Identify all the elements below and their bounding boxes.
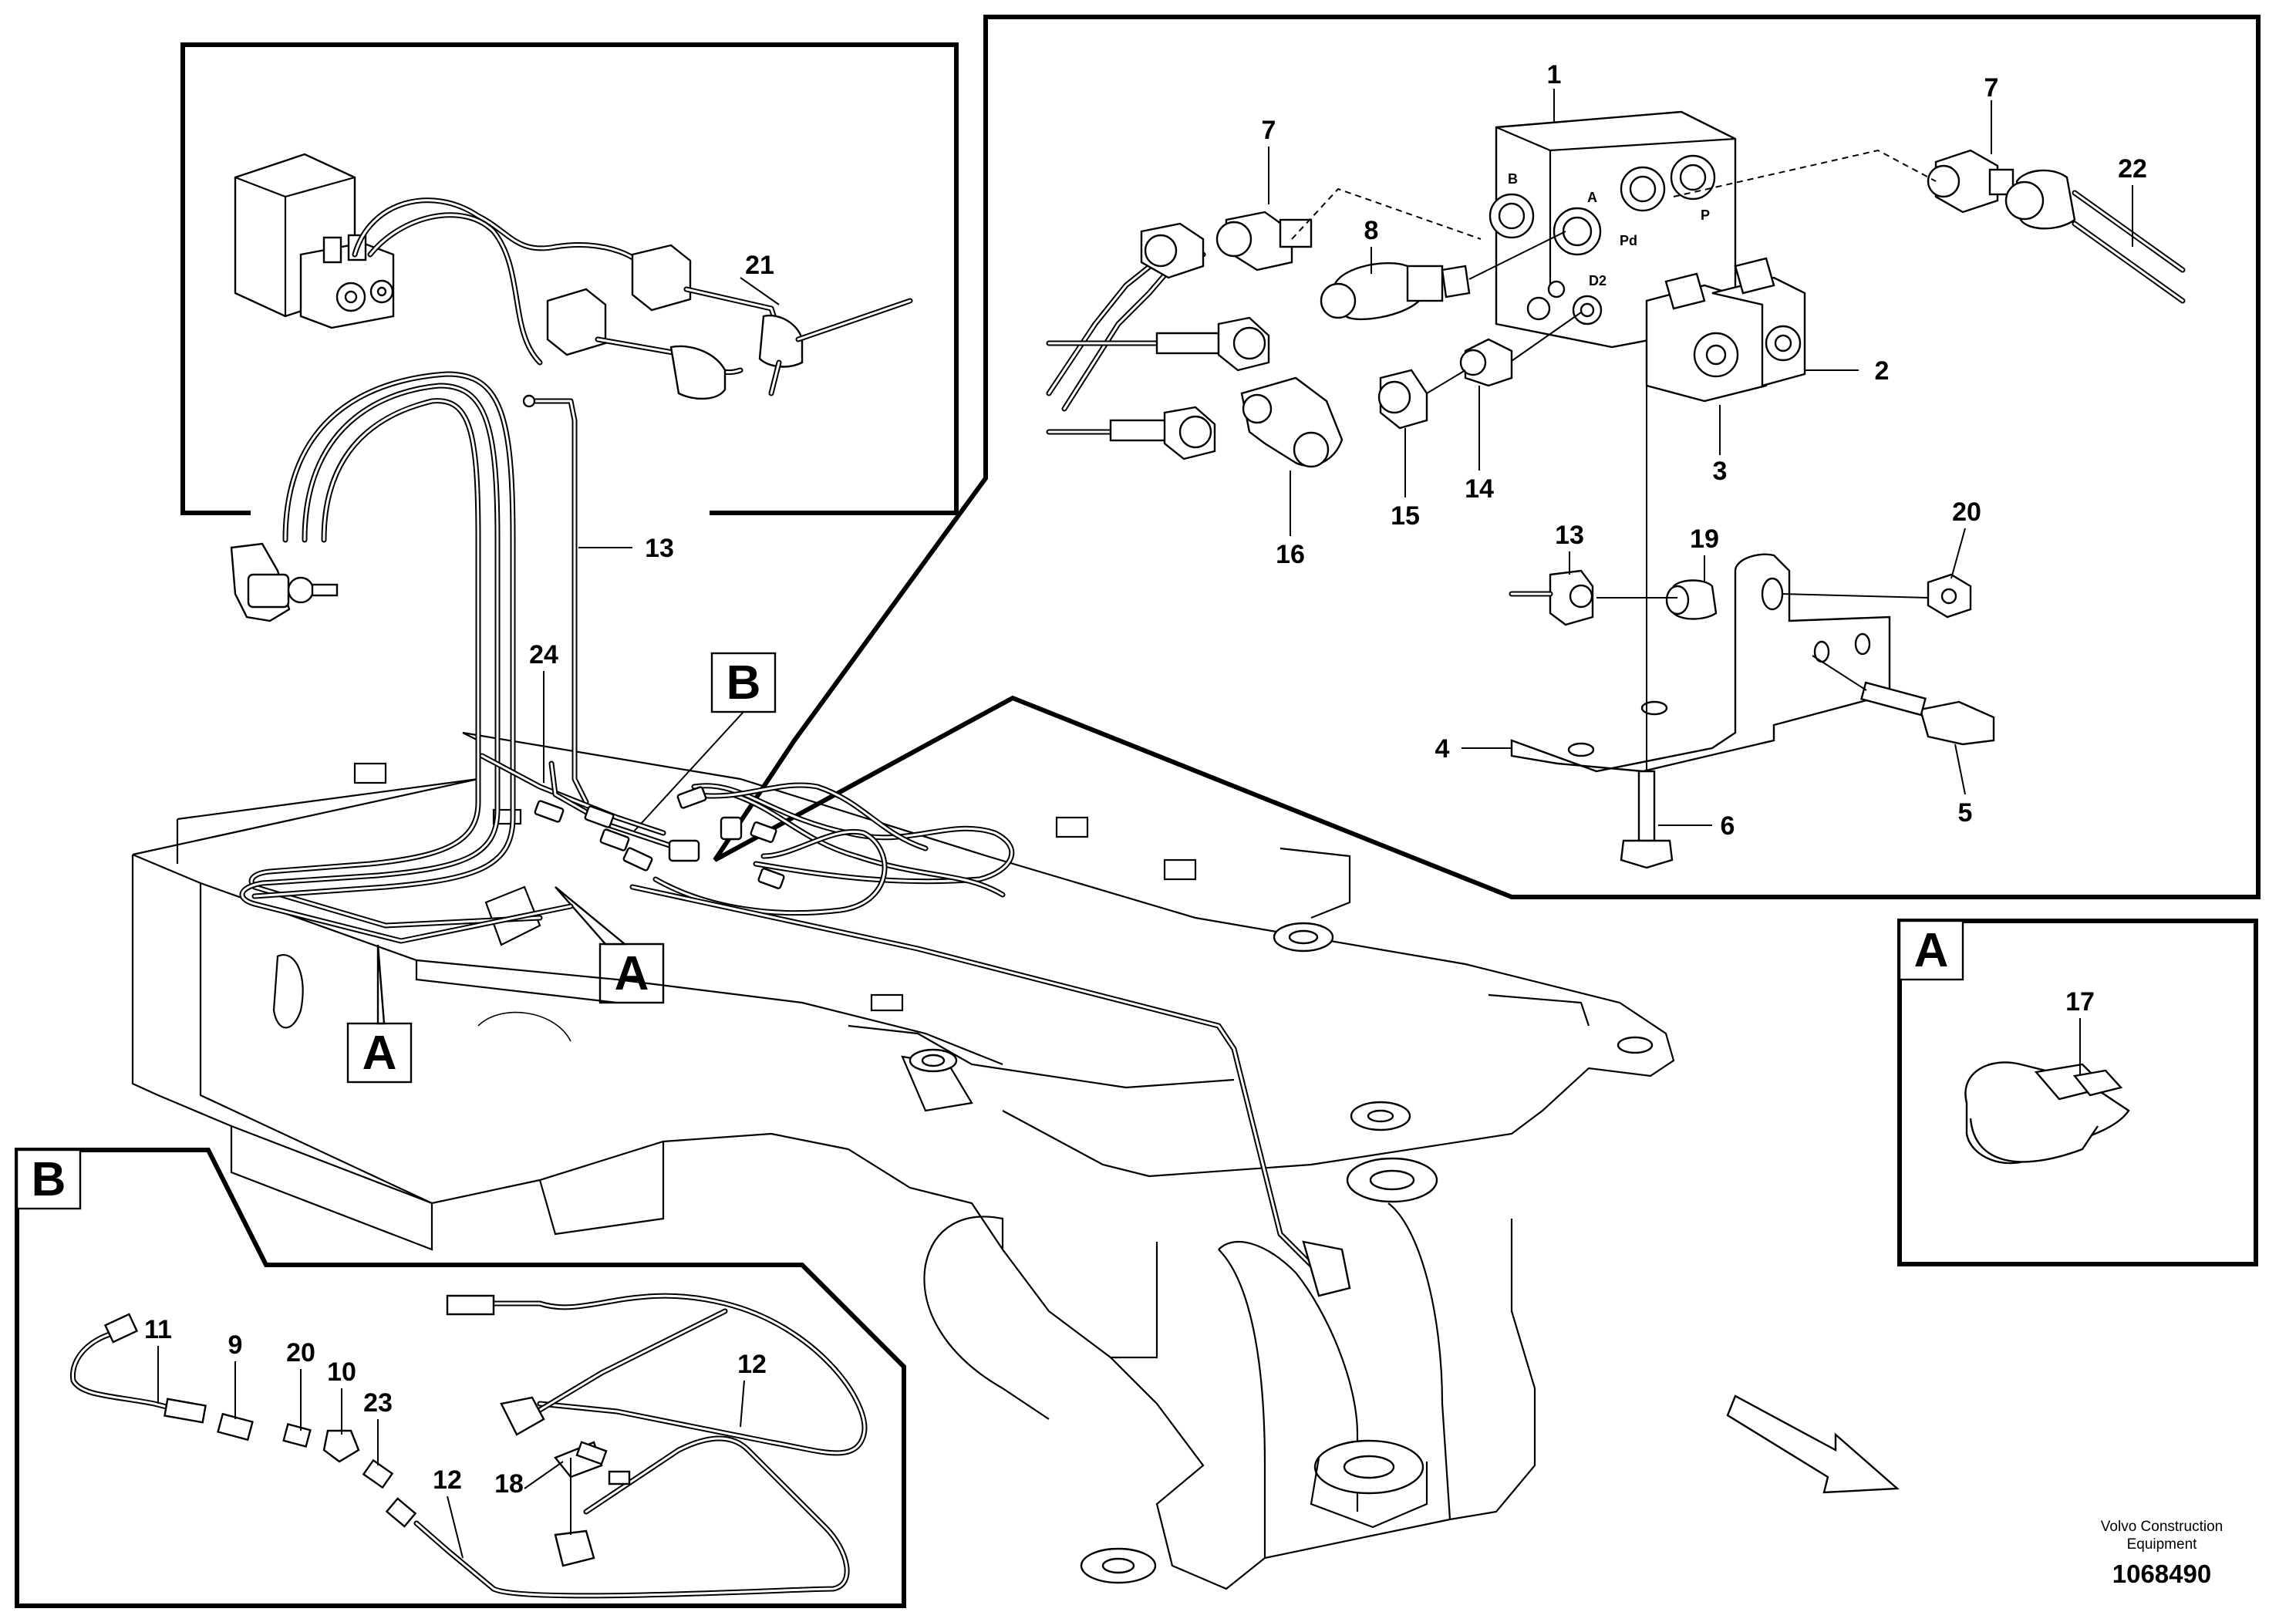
part-label-19: 19 <box>1690 524 1719 554</box>
port-label-b: B <box>1508 171 1518 187</box>
part-label-18: 18 <box>494 1469 524 1499</box>
document-number: 1068490 <box>2112 1560 2211 1588</box>
detail-frame-a <box>1897 919 2258 1266</box>
callout-pointer-a2 <box>376 944 386 1025</box>
inset-frame-valve <box>713 15 2261 899</box>
part-label-13: 13 <box>1555 521 1584 550</box>
part-label-21: 21 <box>745 251 774 280</box>
detail-frame-b <box>15 1148 906 1608</box>
callout-letter-a: A <box>1914 924 1949 977</box>
detail-b-hoses <box>69 1293 868 1599</box>
part-label-9: 9 <box>228 1330 243 1360</box>
callout-letter-a: A <box>362 1027 397 1080</box>
part-label-17: 17 <box>2065 987 2095 1017</box>
hose-clamp-17 <box>1964 1061 2130 1165</box>
callout-letter-b: B <box>32 1153 66 1206</box>
credit-line-2: Equipment <box>2127 1536 2198 1553</box>
part-label-3: 3 <box>1713 457 1728 486</box>
part-label-2: 2 <box>1875 356 1890 386</box>
part-label-20: 20 <box>286 1338 315 1367</box>
inset-solenoid-hose-assembly <box>234 153 913 400</box>
part-label-12: 12 <box>737 1350 767 1379</box>
main-hose-bundle <box>230 371 1351 1297</box>
part-label-15: 15 <box>1391 501 1420 531</box>
callout-letter-a: A <box>615 947 649 1000</box>
part-label-12: 12 <box>433 1465 462 1495</box>
part-label-20: 20 <box>1952 497 1981 527</box>
part-label-13: 13 <box>645 534 674 563</box>
part-label-24: 24 <box>529 640 558 669</box>
port-label-p: P <box>1701 207 1710 223</box>
callout-box-b-detail: B <box>15 1148 82 1210</box>
callout-letter-b: B <box>727 656 761 710</box>
part-label-14: 14 <box>1465 474 1494 504</box>
callout-box-b-main: B <box>710 652 777 713</box>
part-label-16: 16 <box>1276 540 1305 569</box>
part-label-7: 7 <box>1984 73 1999 103</box>
part-label-1: 1 <box>1547 60 1562 89</box>
callout-box-a-main-1: A <box>598 943 665 1004</box>
part-label-10: 10 <box>327 1357 356 1387</box>
valve-assembly-detail: B A Pd P D2 <box>1046 110 2186 869</box>
callout-box-a-detail: A <box>1898 919 1964 981</box>
port-label-d2: D2 <box>1589 273 1607 288</box>
part-label-23: 23 <box>363 1388 393 1418</box>
part-label-5: 5 <box>1958 798 1973 828</box>
part-label-4: 4 <box>1435 734 1450 764</box>
inset-frame-top-left <box>180 42 959 515</box>
port-label-a: A <box>1587 190 1597 205</box>
part-label-6: 6 <box>1721 811 1735 841</box>
callout-box-a-main-2: A <box>346 1022 413 1084</box>
credit-line-1: Volvo Construction <box>2101 1519 2223 1535</box>
leader-lines <box>157 89 2133 1559</box>
port-label-pd: Pd <box>1620 233 1637 248</box>
front-frame-chassis <box>131 731 1675 1590</box>
part-number-labels: 1 7 7 22 8 2 3 14 15 16 13 19 20 4 5 6 1… <box>144 60 2147 1499</box>
part-label-7: 7 <box>1262 116 1276 145</box>
direction-arrow <box>1726 1394 1900 1494</box>
part-label-11: 11 <box>144 1315 172 1344</box>
part-label-8: 8 <box>1364 216 1379 245</box>
part-label-22: 22 <box>2118 154 2147 184</box>
